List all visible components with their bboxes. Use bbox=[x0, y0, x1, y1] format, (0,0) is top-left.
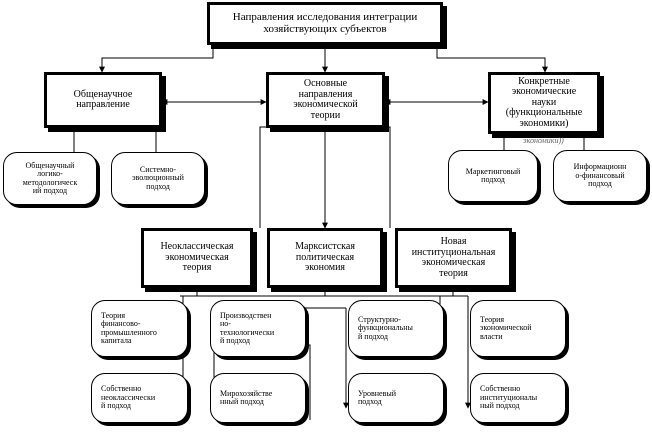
connector-title-general bbox=[99, 45, 214, 73]
level-approach-node: Уровневый подход bbox=[348, 373, 444, 423]
neoclassical-theory-node: Неоклассическая экономическая теория bbox=[141, 228, 253, 288]
production-tech-approach-node: Производствен но- технологически й подхо… bbox=[210, 300, 306, 357]
connector-title-concrete bbox=[436, 45, 548, 73]
world-economy-approach-node: Мирохозяйстве нный подход bbox=[210, 373, 306, 423]
root-node: Направления исследования интеграции хозя… bbox=[207, 2, 443, 45]
institutional-theory-node: Новая институциональная экономическая те… bbox=[395, 228, 512, 288]
concrete-overflow-text: экономики)) bbox=[523, 136, 564, 145]
neoclassical-approach-node: Собственно неоклассически й подход bbox=[91, 373, 188, 423]
system-evolution-approach-node: Системно- эволюционный подход bbox=[111, 152, 205, 205]
connector-main-neoclassical bbox=[259, 126, 270, 228]
economic-power-theory-node: Теория экономической власти bbox=[470, 300, 566, 357]
marketing-approach-node: Маркетинговый подход bbox=[448, 150, 538, 202]
institutional-approach-node: Собственно институционалы ный подход bbox=[470, 373, 566, 423]
main-directions-node: Основные направления экономической теори… bbox=[266, 72, 385, 128]
logic-method-approach-node: Общенаучный логико- методологическ ий по… bbox=[3, 152, 97, 205]
info-finance-approach-node: Информационн о-финансовый подход bbox=[553, 150, 647, 202]
connector-main-institutional bbox=[380, 126, 391, 228]
concrete-sciences-node: Конкретные экономические науки (функцион… bbox=[488, 72, 600, 134]
marxist-economy-node: Марксистская политическая экономия bbox=[267, 228, 383, 288]
financial-capital-theory-node: Теория финансово- промышленного капитала bbox=[91, 300, 188, 357]
structural-functional-approach-node: Структурно- функциональны й подход bbox=[348, 300, 444, 357]
general-direction-node: Общенаучное направление bbox=[44, 72, 162, 128]
